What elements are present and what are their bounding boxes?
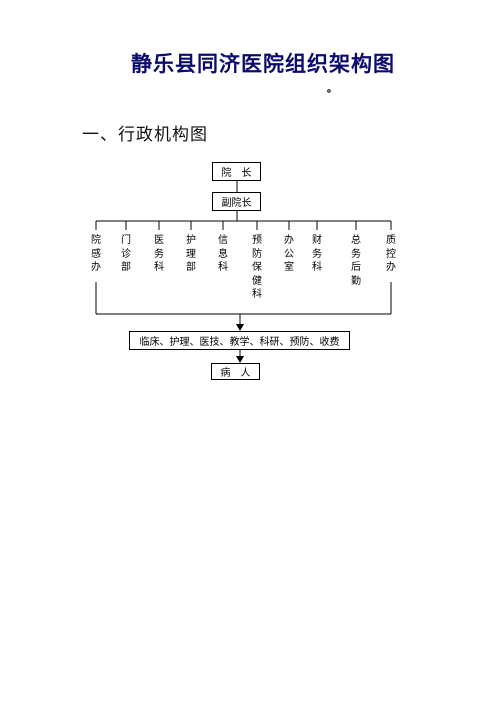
department-label: 医务科 — [154, 235, 164, 273]
department-label: 质控办 — [386, 235, 396, 273]
title-dot: 。 — [327, 84, 337, 95]
patients-label: 病 人 — [220, 368, 251, 379]
department-label: 总务后勤 — [351, 235, 361, 287]
department-label: 信息科 — [218, 235, 228, 273]
services-box: 临床、护理、医技、教学、科研、预防、收费 — [129, 331, 350, 350]
services-label: 临床、护理、医技、教学、科研、预防、收费 — [139, 337, 340, 348]
patients-box: 病 人 — [211, 363, 260, 380]
department-label: 预防保健科 — [252, 235, 262, 300]
vice-president-box: 副院长 — [212, 192, 261, 211]
department-label: 院感办 — [91, 235, 101, 273]
page-title: 静乐县同济医院组织架构图 — [131, 52, 395, 76]
department-label: 财务科 — [312, 235, 322, 273]
department-label: 门诊部 — [121, 235, 131, 273]
department-label: 护理部 — [186, 235, 196, 273]
section-heading: 一、行政机构图 — [82, 125, 208, 145]
president-label: 院 长 — [221, 168, 252, 179]
vice-president-label: 副院长 — [221, 198, 252, 209]
president-box: 院 长 — [212, 162, 261, 181]
department-label: 办公室 — [284, 235, 294, 273]
